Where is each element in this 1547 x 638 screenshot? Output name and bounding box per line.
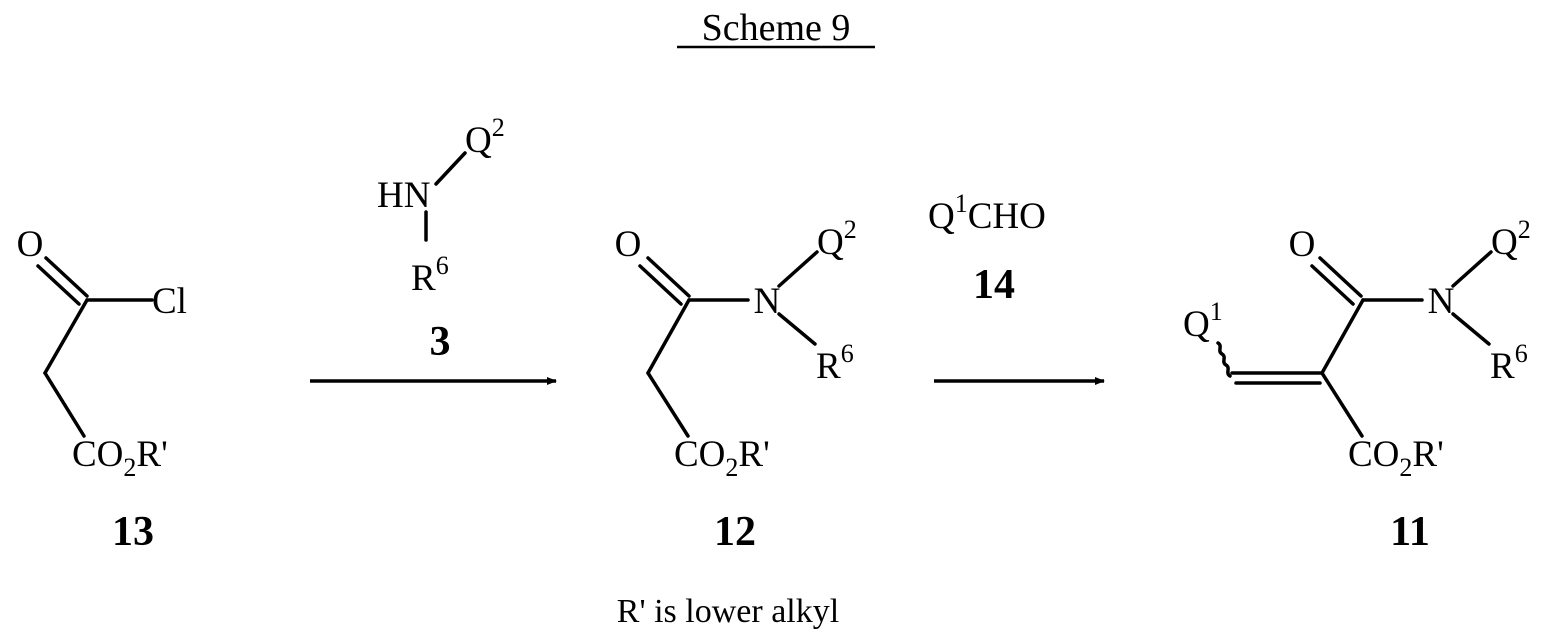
reagent-3: HN Q2 R6 3 xyxy=(377,113,505,365)
scheme-title: Scheme 9 xyxy=(677,7,875,49)
nitrogen-label: N xyxy=(754,281,781,322)
r6-label: R6 xyxy=(411,251,449,299)
ester-label: CO2R' xyxy=(1348,434,1444,482)
q2-label: Q2 xyxy=(465,113,505,161)
scheme-title-text: Scheme 9 xyxy=(702,7,851,49)
oxygen-label: O xyxy=(1289,224,1316,265)
r6-label: R6 xyxy=(816,339,854,387)
bond-n-r6 xyxy=(1453,314,1489,344)
oxygen-label: O xyxy=(615,224,642,265)
r6-label: R6 xyxy=(1490,339,1528,387)
aldehyde-label: Q1CHO xyxy=(928,189,1046,237)
compound-11: Q1 O N Q2 R6 CO2R' 11 xyxy=(1183,215,1531,555)
bond-c-ester xyxy=(1322,373,1362,436)
bond-c-carbonyl xyxy=(1322,300,1363,373)
bond-n-q2 xyxy=(779,252,817,286)
q2-label: Q2 xyxy=(1491,215,1531,263)
bond-c-ch2 xyxy=(648,300,689,373)
bond-n-r6 xyxy=(779,314,815,344)
amine-label: HN xyxy=(377,175,430,216)
bond-n-q2 xyxy=(436,153,465,184)
wavy-bond-icon xyxy=(1218,343,1230,376)
bond-ch2-ester xyxy=(648,373,688,436)
compound-number: 11 xyxy=(1390,509,1430,555)
reagent-14: Q1CHO 14 xyxy=(928,189,1046,308)
bond-n-q2 xyxy=(1453,252,1491,286)
compound-number: 12 xyxy=(714,509,756,555)
q2-label: Q2 xyxy=(817,215,857,263)
compound-12: O N Q2 R6 CO2R' 12 xyxy=(615,215,857,555)
nitrogen-label: N xyxy=(1428,281,1455,322)
compound-number: 13 xyxy=(112,509,154,555)
ester-label: CO2R' xyxy=(674,434,770,482)
ester-label: CO2R' xyxy=(72,434,168,482)
compound-13: O Cl CO2R' 13 xyxy=(17,224,187,555)
chlorine-label: Cl xyxy=(152,281,187,322)
reagent-number: 14 xyxy=(973,262,1015,308)
oxygen-label: O xyxy=(17,224,44,265)
q1-label: Q1 xyxy=(1183,297,1223,345)
footnote: R' is lower alkyl xyxy=(617,593,839,630)
bond-c-ch2 xyxy=(45,300,87,373)
reagent-number: 3 xyxy=(430,319,451,365)
bond-ch2-ester xyxy=(45,373,84,436)
